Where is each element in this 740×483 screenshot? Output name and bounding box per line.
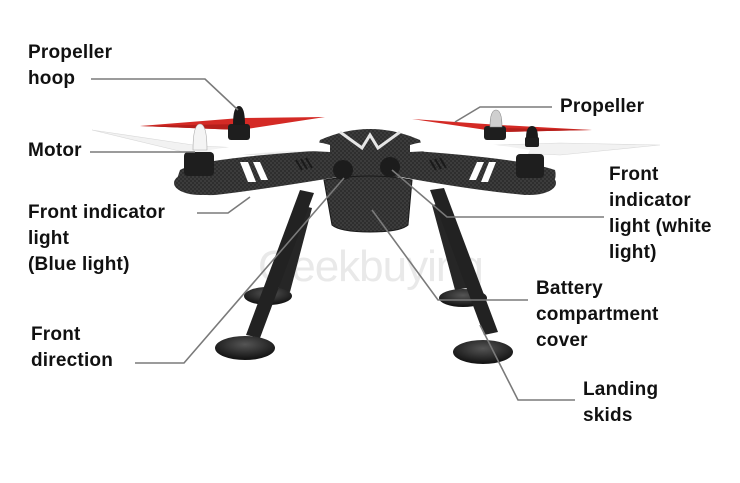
label-front-indicator-blue: Front indicator light (Blue light) [28, 202, 166, 275]
leader-front-direction [135, 177, 345, 364]
front-landing-legs [215, 188, 513, 364]
rear-landing-legs [244, 203, 487, 307]
leader-landing-skids [479, 324, 575, 401]
label-front-indicator-white: Front indicator light (white light) [609, 164, 712, 263]
label-front-direction: Front direction [31, 324, 114, 371]
leader-propeller-hoop [91, 78, 239, 111]
leader-lines [90, 78, 604, 401]
rear-motors [228, 106, 539, 147]
label-battery-cover: Battery compartment cover [536, 278, 659, 351]
front-motors [174, 152, 556, 195]
spinner-cap [192, 123, 208, 151]
leader-propeller [454, 106, 552, 123]
label-landing-skids: Landing skids [583, 379, 659, 426]
leader-front-indicator-white [391, 169, 604, 218]
leader-battery-cover [371, 209, 528, 301]
label-propeller-hoop: Propeller hoop [28, 42, 113, 89]
label-motor: Motor [28, 140, 82, 161]
red-propellers [140, 117, 592, 132]
leader-front-indicator-blue [197, 196, 251, 214]
label-propeller: Propeller [560, 96, 645, 117]
